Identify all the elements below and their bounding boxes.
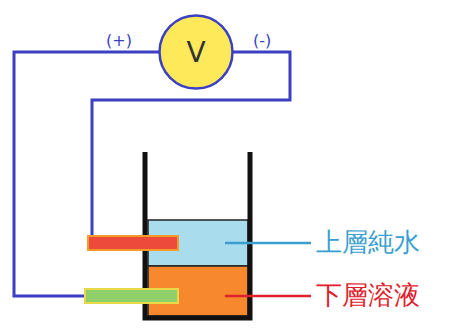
green-electrode [85, 289, 178, 303]
voltmeter-circle: V [158, 14, 234, 90]
layer-label: 上層純水 [316, 228, 420, 257]
leader-line [225, 295, 311, 298]
wire [14, 52, 160, 296]
terminal-sign: (+) [106, 32, 132, 50]
terminal-sign: (-) [253, 32, 271, 50]
red-electrode [88, 236, 178, 250]
leader-line [225, 242, 311, 245]
layer-label: 下層溶液 [316, 281, 420, 310]
meter-symbol: V [186, 36, 205, 69]
